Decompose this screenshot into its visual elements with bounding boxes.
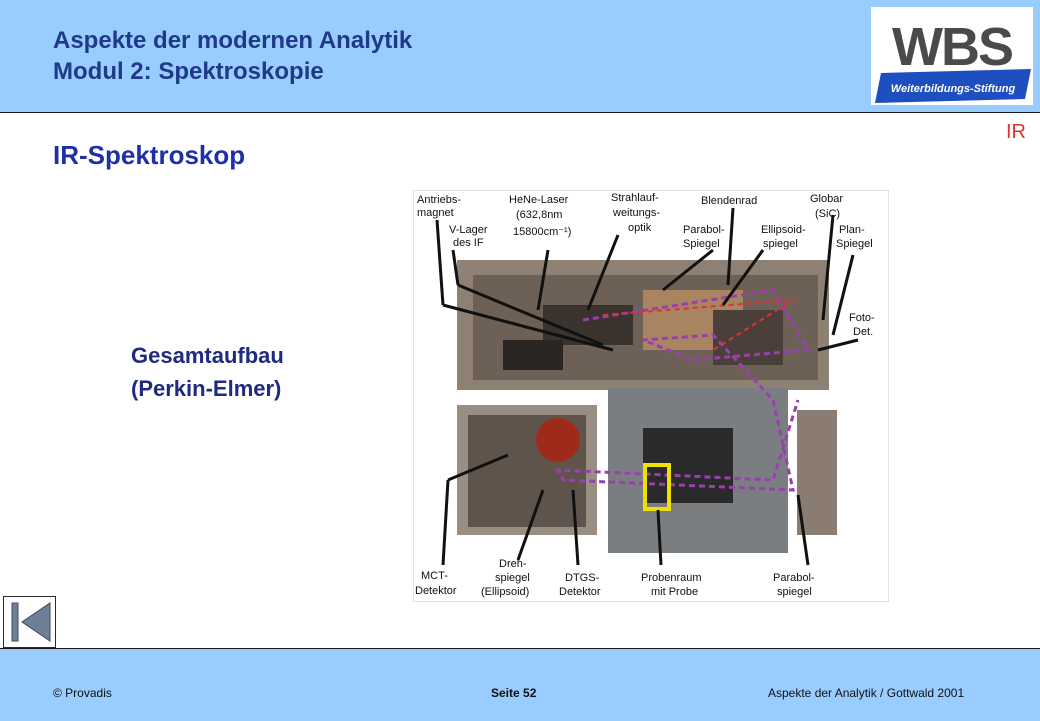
label-parabolspiegel-bottom-1: Parabol- [773,572,815,584]
slide-title: IR-Spektroskop [53,140,246,170]
sample-marker [643,463,671,511]
label-dtgs-2: Detektor [559,586,601,598]
footer-course-info: Aspekte der Analytik / Gottwald 2001 [768,686,965,700]
label-v-lager-2: des IF [453,237,484,249]
footer-copyright: © Provadis [53,686,112,700]
spectrometer-figure: Antriebs- magnet V-Lager des IF HeNe-Las… [412,189,890,603]
logo-subtext: Weiterbildungs-Stiftung [891,83,1016,95]
section-tag: IR [1006,121,1026,143]
label-laser-3: 15800cm⁻¹) [513,226,571,238]
label-parabolspiegel-bottom-2: spiegel [777,586,812,598]
label-globar-2: (SiC) [815,208,840,220]
label-laser-2: (632,8nm [516,209,562,221]
label-drehspiegel-3: (Ellipsoid) [481,586,529,598]
first-slide-button[interactable] [3,596,56,648]
label-fotodetektor-1: Foto- [849,312,875,324]
label-globar-1: Globar [810,193,843,205]
label-drehspiegel-1: Dreh- [499,558,527,570]
header-title-line2: Modul 2: Spektroskopie [53,58,324,85]
label-antriebsmagnet-2: magnet [417,207,454,219]
label-mct-1: MCT- [421,570,448,582]
label-blendenrad: Blendenrad [701,195,757,207]
label-strahlaufweitung-3: optik [628,222,652,234]
label-parabolspiegel-top-2: Spiegel [683,238,720,250]
caption-line2: (Perkin-Elmer) [131,376,282,401]
spectrometer-diagram: Antriebs- magnet V-Lager des IF HeNe-Las… [412,189,890,603]
label-dtgs-1: DTGS- [565,572,600,584]
label-parabolspiegel-top-1: Parabol- [683,224,725,236]
label-ellipsoidspiegel-2: spiegel [763,238,798,250]
label-probenraum-1: Probenraum [641,572,702,584]
logo-text: WBS [892,17,1012,77]
label-fotodetektor-2: Det. [853,326,873,338]
label-mct-2: Detektor [415,585,457,597]
label-strahlaufweitung-2: weitungs- [612,207,660,219]
label-strahlaufweitung-1: Strahlauf- [611,192,659,204]
header-title-line1: Aspekte der modernen Analytik [53,27,413,54]
label-planspiegel-2: Spiegel [836,238,873,250]
label-laser-1: HeNe-Laser [509,194,569,206]
header-bar: Aspekte der modernen Analytik Modul 2: S… [0,0,1040,113]
footer-bar: © Provadis Seite 52 Aspekte der Analytik… [0,648,1040,721]
label-planspiegel-1: Plan- [839,224,865,236]
label-probenraum-2: mit Probe [651,586,698,598]
label-drehspiegel-2: spiegel [495,572,530,584]
label-v-lager-1: V-Lager [449,224,488,236]
footer-page-number: Seite 52 [491,686,537,700]
skip-to-start-icon [11,602,51,642]
lower-right-tray [797,410,837,535]
label-antriebsmagnet-1: Antriebs- [417,194,461,206]
wbs-logo: WBS Weiterbildungs-Stiftung [871,7,1033,105]
label-ellipsoidspiegel-1: Ellipsoid- [761,224,806,236]
beam-path [555,288,811,492]
caption-line1: Gesamtaufbau [131,343,284,368]
laser-path [602,299,794,351]
wbs-logo-graphic: WBS Weiterbildungs-Stiftung [871,7,1033,105]
